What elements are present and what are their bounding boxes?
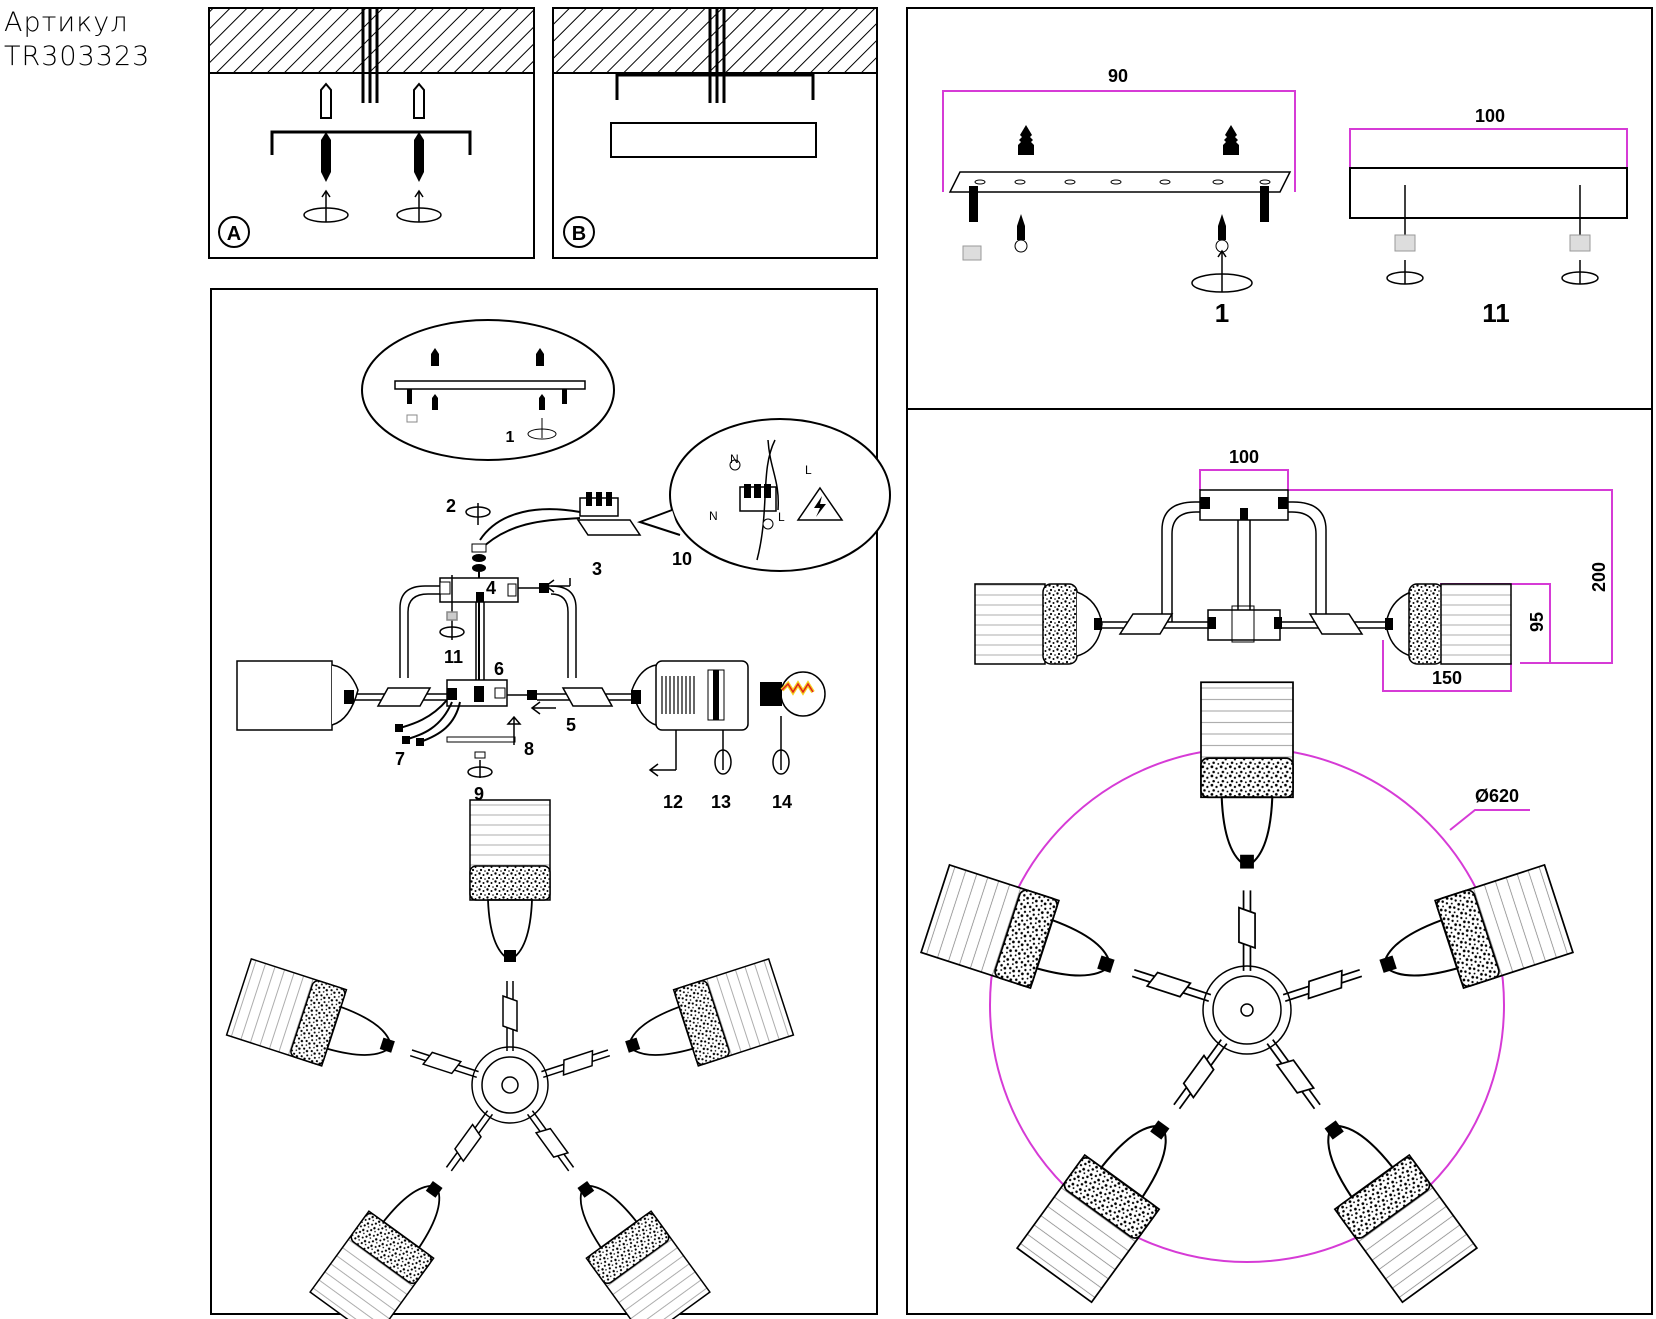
- dimension-line-90: [942, 90, 1296, 192]
- step-label-8: 8: [524, 739, 534, 759]
- wire-bundle-a: [361, 9, 379, 103]
- step-label-4: 4: [486, 578, 496, 598]
- detail-ellipse: [361, 319, 615, 461]
- step-label-11: 11: [444, 647, 463, 667]
- mounting-bracket: [270, 130, 472, 155]
- mounting-panel: 90 1 100 11: [906, 7, 1653, 410]
- canopy-width-label: 100: [1229, 447, 1259, 467]
- assembly-panel: 1 N L N L: [210, 288, 891, 1319]
- shade-side-left: [974, 583, 1046, 665]
- mini-plate: [394, 348, 586, 440]
- step-label-2: 2: [446, 496, 456, 516]
- step-11-label: 11: [1482, 298, 1510, 328]
- wire-bundle-b: [708, 9, 726, 103]
- terminal-block-detail: [729, 439, 779, 561]
- wire-label-n-top: N: [730, 452, 739, 466]
- plate-width-11-label: 100: [1475, 106, 1505, 126]
- step-label-7: 7: [395, 749, 405, 769]
- screw-icon: [321, 132, 424, 182]
- canopy-side: [1349, 167, 1628, 219]
- step-label-12: 12: [663, 792, 683, 812]
- rotate-icon-2: [465, 503, 491, 525]
- badge-a-label: A: [227, 223, 241, 245]
- anchor-icon-2: [1018, 125, 1239, 155]
- terminal-block: [576, 492, 642, 536]
- step-label-1: 1: [506, 429, 515, 446]
- height-label: 200: [1589, 562, 1609, 592]
- shade-left: [236, 660, 333, 731]
- step-label-9: 9: [474, 784, 484, 804]
- badge-b-label: B: [572, 223, 586, 245]
- panel-b: B: [552, 7, 878, 259]
- step-label-13: 13: [711, 792, 731, 812]
- badge-b: [563, 216, 595, 248]
- electric-hazard-icon: [796, 486, 844, 521]
- chandelier-top-view-small: [225, 799, 795, 1319]
- bulb-icon: [760, 654, 826, 717]
- shade-side-right: [1408, 583, 1444, 665]
- step-label-14: 14: [772, 792, 792, 812]
- rotate-icon-step1: [1191, 249, 1253, 293]
- chandelier-top-view: [920, 681, 1574, 1304]
- anchor-icon: [320, 82, 425, 119]
- rotate-icon-step11: [1386, 260, 1599, 285]
- shade-width-label: 150: [1432, 668, 1462, 688]
- article-code: TR303323: [4, 41, 151, 72]
- dimension-line-100-top: [1349, 128, 1628, 168]
- shade-right-socket: [655, 660, 749, 731]
- dimensions-panel: 100 200 95 150 Ø620: [906, 408, 1653, 1315]
- wire-label-l-bottom: L: [778, 510, 785, 524]
- step-label-3: 3: [592, 559, 602, 579]
- shade-height-label: 95: [1527, 612, 1547, 632]
- step-label-10: 10: [672, 549, 692, 569]
- article-label: Артикул: [4, 7, 129, 38]
- rotate-icon: [303, 189, 442, 223]
- plate-width-label: 90: [1108, 66, 1128, 86]
- step-label-6: 6: [494, 659, 504, 679]
- screw-icon-2: [1014, 214, 1229, 253]
- badge-a: [218, 216, 250, 248]
- step-1-label: 1: [1215, 298, 1229, 328]
- rotate-icon-11: [439, 575, 465, 640]
- article-block: Артикул TR303323: [4, 6, 150, 74]
- step-label-5: 5: [566, 715, 576, 735]
- wire-label-l-top: L: [805, 463, 812, 477]
- wire-label-n-bottom: N: [709, 509, 718, 523]
- wiring-detail-ellipse: [669, 418, 891, 572]
- mounting-bracket-b: [615, 73, 815, 100]
- canopy-b: [610, 122, 817, 158]
- diameter-label: Ø620: [1475, 786, 1519, 806]
- nut-icon: [962, 245, 982, 261]
- panel-a: A: [208, 7, 535, 259]
